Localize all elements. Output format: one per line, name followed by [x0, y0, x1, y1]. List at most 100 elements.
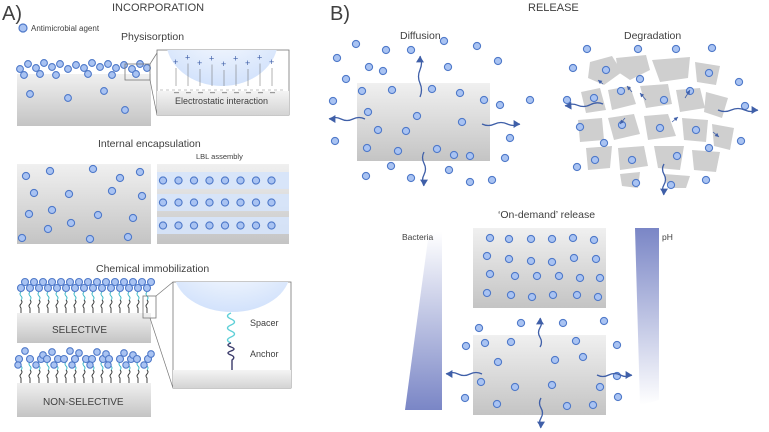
- positive-charge: +: [209, 54, 214, 64]
- agent-particle: [70, 354, 80, 364]
- agent-particle: [378, 66, 388, 76]
- panel-a-letter: A): [2, 3, 22, 25]
- agent-particle: [373, 125, 383, 135]
- spacer-linker: [136, 361, 140, 371]
- agent-particle: [704, 143, 714, 153]
- agent-particle: [601, 65, 611, 75]
- agent-particle: [393, 146, 403, 156]
- agent-particle: [42, 354, 52, 364]
- electrostatic-charges: +–+–+–+–+–+–+–+–+–: [173, 53, 275, 98]
- spacer-linker: [136, 291, 140, 301]
- agent-particle: [14, 361, 22, 369]
- agent-particle: [236, 176, 245, 185]
- spacer-linker: [46, 361, 50, 371]
- agent-particle: [387, 85, 397, 95]
- negative-charge: –: [186, 87, 191, 97]
- agent-particle: [79, 283, 89, 293]
- release-arrowhead: [329, 115, 336, 123]
- release-arrowhead: [660, 188, 668, 195]
- agent-particle: [17, 233, 27, 243]
- positive-charge: +: [257, 53, 262, 63]
- agent-particle: [575, 122, 585, 132]
- agent-particle: [115, 354, 125, 364]
- legend-label: Antimicrobial agent: [31, 24, 100, 33]
- agent-particle: [121, 106, 129, 114]
- agent-particle: [100, 87, 108, 95]
- legend-particle-icon: [18, 23, 28, 33]
- zoom-caption: Electrostatic interaction: [175, 96, 268, 106]
- agent-particle: [465, 177, 475, 187]
- agent-particle: [132, 70, 140, 78]
- agent-particle: [493, 56, 503, 66]
- spacer-linker: [64, 291, 68, 301]
- agent-particle: [124, 283, 134, 293]
- agent-particle: [108, 71, 116, 79]
- agent-particle: [595, 382, 605, 392]
- agent-particle: [595, 273, 605, 283]
- agent-particle: [189, 221, 199, 230]
- spacer-linker: [100, 291, 104, 301]
- agent-particle: [672, 151, 682, 161]
- negative-charge: –: [198, 87, 203, 97]
- agent-particle: [589, 93, 599, 103]
- agent-particle: [88, 283, 98, 293]
- agent-particle: [449, 150, 459, 160]
- ondemand-material-before: [473, 228, 606, 308]
- agent-particle: [569, 253, 579, 263]
- zoom-surface: [173, 370, 291, 388]
- agent-particle: [115, 173, 125, 183]
- physisorption-title: Physisorption: [121, 31, 184, 43]
- agent-particle: [158, 198, 168, 207]
- agent-particle: [704, 68, 714, 78]
- agent-particle: [341, 74, 351, 84]
- agent-particle: [123, 232, 133, 242]
- anchor-linker: [91, 299, 95, 313]
- anchor-linker: [28, 369, 32, 383]
- agent-particle: [582, 44, 592, 54]
- anchor-linker: [28, 299, 32, 313]
- agent-particle: [593, 292, 603, 302]
- agent-particle: [101, 277, 111, 287]
- agent-particle: [174, 198, 183, 207]
- agent-particle: [599, 316, 609, 326]
- agent-particle: [332, 53, 342, 63]
- agent-particle: [460, 393, 470, 403]
- agent-particle: [137, 277, 147, 287]
- agent-particle: [146, 277, 156, 287]
- ondemand-release-arrows: [445, 317, 633, 429]
- agent-particle: [351, 39, 361, 49]
- anchor-linker: [19, 299, 23, 313]
- anchor-coil: [227, 342, 235, 370]
- positive-charge: +: [197, 58, 202, 68]
- agent-particle: [189, 176, 199, 185]
- spacer-coil: [226, 312, 236, 344]
- agent-particle: [267, 221, 276, 230]
- zoom-connector-line: [149, 52, 158, 65]
- small-arrowhead: [627, 86, 632, 91]
- agent-particle: [589, 235, 599, 245]
- small-arrowhead: [686, 90, 690, 95]
- agent-particle: [386, 161, 396, 171]
- bacteria-gradient-wedge: [405, 232, 442, 410]
- agent-particle: [251, 176, 261, 185]
- agent-particle: [412, 111, 422, 121]
- small-arrowhead: [620, 119, 625, 124]
- spacer-linker: [118, 291, 122, 301]
- agent-particle: [439, 36, 449, 46]
- zoom-agent-particle: [175, 282, 289, 312]
- agent-particle: [236, 198, 245, 207]
- material-fragment: [712, 124, 734, 150]
- small-arrowhead: [714, 132, 719, 137]
- agent-particle: [50, 361, 58, 369]
- agent-particle: [547, 234, 557, 244]
- agent-particle: [135, 167, 145, 177]
- release-arrowhead: [625, 371, 632, 379]
- anchor-linker: [91, 369, 95, 383]
- agent-particle: [119, 277, 129, 287]
- material-fragment: [608, 86, 636, 110]
- selective-material: [17, 313, 151, 343]
- spacer-linker: [28, 291, 32, 301]
- agent-particle: [140, 361, 148, 369]
- agent-particle: [83, 277, 93, 287]
- agent-particle: [525, 95, 535, 105]
